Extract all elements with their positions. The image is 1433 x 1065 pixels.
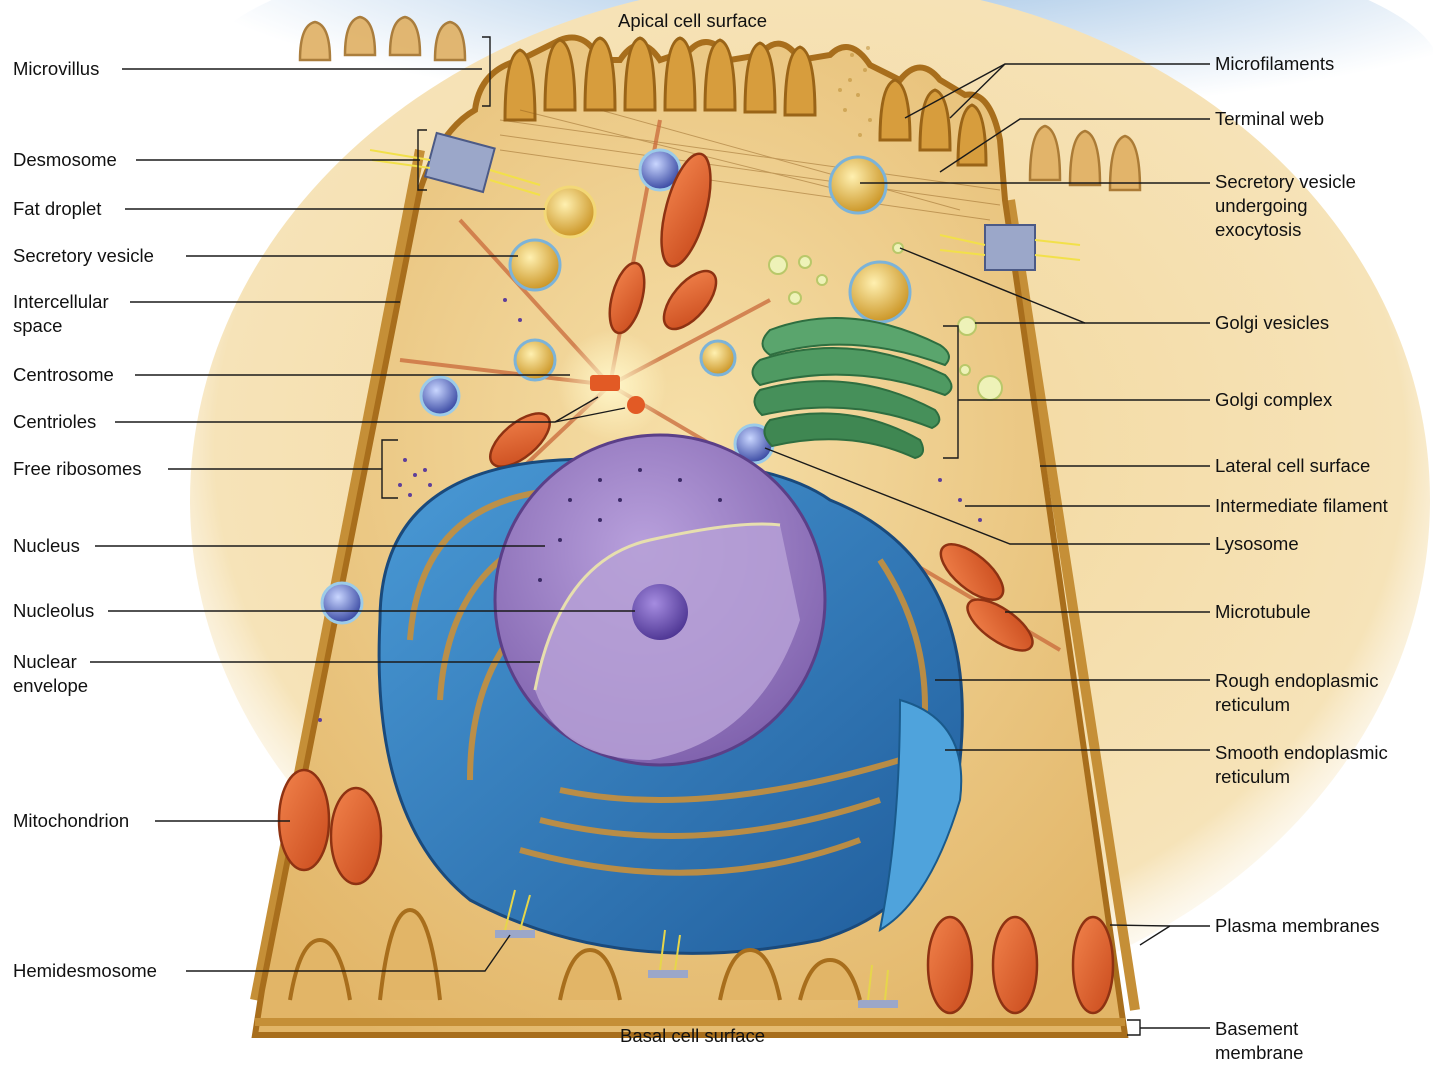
label-nucleus: Nucleus: [13, 534, 80, 558]
leader-centrioles-2: [555, 408, 625, 422]
label-mitochondrion: Mitochondrion: [13, 809, 129, 833]
label-apical-surface: Apical cell surface: [618, 9, 767, 33]
leader-hemidesmosome: [186, 935, 510, 971]
label-nuclear-envelope: Nuclear envelope: [13, 650, 88, 698]
bracket-basement-membrane: [1127, 1020, 1140, 1035]
label-hemidesmosome: Hemidesmosome: [13, 959, 157, 983]
leader-terminal-web: [940, 119, 1210, 172]
label-secretory-vesicle: Secretory vesicle: [13, 244, 154, 268]
bracket-golgi-complex: [943, 326, 958, 458]
label-smooth-er: Smooth endoplasmic reticulum: [1215, 741, 1388, 789]
leader-lysosome: [765, 448, 1210, 544]
bracket-free-ribosomes: [382, 440, 398, 498]
label-desmosome: Desmosome: [13, 148, 117, 172]
leader-plasma-membranes: [1140, 926, 1210, 945]
label-exocytosis-vesicle: Secretory vesicle undergoing exocytosis: [1215, 170, 1356, 242]
label-rough-er: Rough endoplasmic reticulum: [1215, 669, 1379, 717]
label-lateral-surface: Lateral cell surface: [1215, 454, 1370, 478]
label-plasma-membranes: Plasma membranes: [1215, 914, 1380, 938]
label-free-ribosomes: Free ribosomes: [13, 457, 142, 481]
bracket-microvillus: [482, 37, 490, 106]
label-golgi-complex: Golgi complex: [1215, 388, 1332, 412]
label-basal-surface: Basal cell surface: [620, 1024, 765, 1048]
label-nucleolus: Nucleolus: [13, 599, 94, 623]
label-fat-droplet: Fat droplet: [13, 197, 101, 221]
leader-microfilaments-2: [950, 64, 1005, 118]
leader-golgi-vesicles: [900, 248, 1210, 323]
leader-microfilaments: [905, 64, 1210, 118]
leader-plasma-membranes-2: [1110, 925, 1170, 926]
label-intermediate-filament: Intermediate filament: [1215, 494, 1388, 518]
label-basement-membrane: Basement membrane: [1215, 1017, 1303, 1065]
label-microtubule: Microtubule: [1215, 600, 1311, 624]
label-golgi-vesicles: Golgi vesicles: [1215, 311, 1329, 335]
label-terminal-web: Terminal web: [1215, 107, 1324, 131]
label-centrioles: Centrioles: [13, 410, 96, 434]
label-centrosome: Centrosome: [13, 363, 114, 387]
label-microfilaments: Microfilaments: [1215, 52, 1334, 76]
label-lysosome: Lysosome: [1215, 532, 1299, 556]
label-intercellular-space: Intercellular space: [13, 290, 109, 338]
leader-centrioles: [115, 397, 598, 422]
label-microvillus: Microvillus: [13, 57, 99, 81]
